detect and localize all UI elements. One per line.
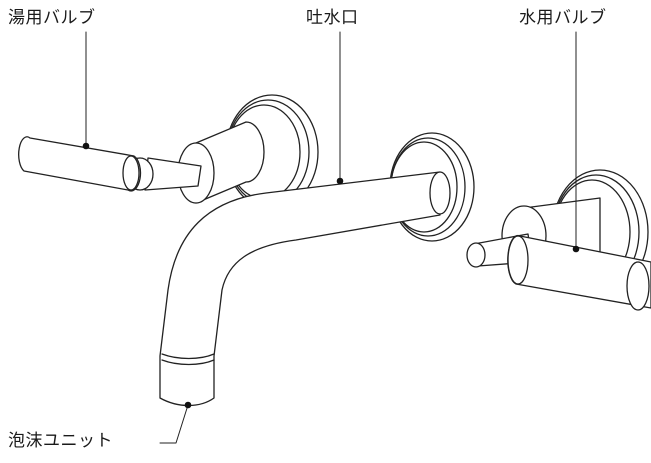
dot-hot-valve (82, 142, 90, 150)
leader-dots (82, 142, 580, 409)
dot-cold-valve (572, 245, 580, 253)
hot-lever-end (122, 155, 140, 191)
aerator-band-top (161, 353, 215, 360)
dot-spout (336, 177, 344, 185)
leader-aerator (159, 404, 189, 444)
label-cold-valve: 水用バルブ (519, 8, 607, 28)
spout-pipe-end (429, 171, 451, 215)
cold-lever-tab-end (466, 242, 486, 268)
spout-drawing (159, 132, 475, 407)
label-spout: 吐水口 (306, 8, 359, 28)
label-aerator-unit: 泡沫ユニット (8, 431, 113, 451)
cold-lever-handle-far-end (626, 261, 650, 311)
leader-lines (85, 31, 577, 444)
cold-lever-handle-end (507, 235, 529, 285)
hot-valve-drawing (18, 94, 319, 210)
cold-valve-drawing (466, 169, 651, 311)
label-hot-valve: 湯用バルブ (8, 8, 96, 28)
spout-pipe (159, 171, 441, 407)
dot-aerator (184, 401, 192, 409)
hot-lever-handle (18, 136, 142, 192)
aerator-band-bottom (161, 359, 215, 366)
